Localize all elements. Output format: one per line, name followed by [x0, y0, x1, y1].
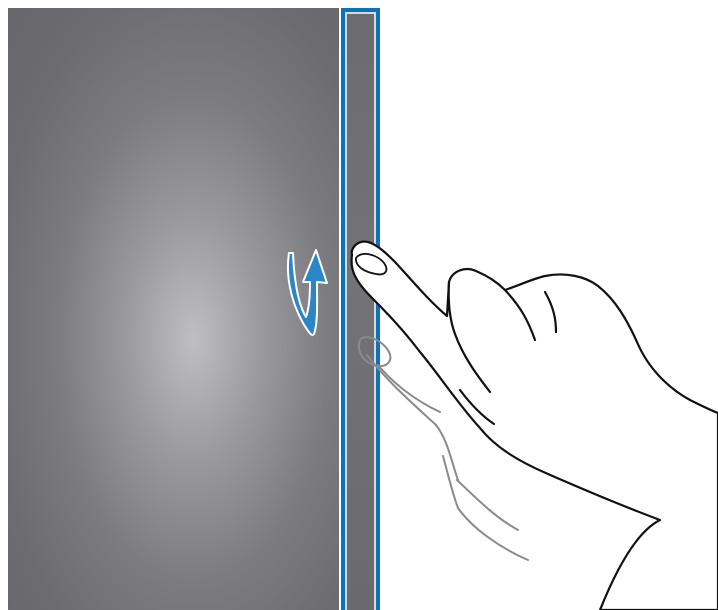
pointing-hand-icon	[352, 242, 718, 610]
edge-panel-frame	[345, 12, 376, 610]
edge-panel-handle[interactable]	[341, 8, 380, 610]
ghost-hand-icon	[359, 337, 528, 560]
device-screen	[8, 8, 339, 610]
edge-panel-surface	[347, 14, 374, 610]
